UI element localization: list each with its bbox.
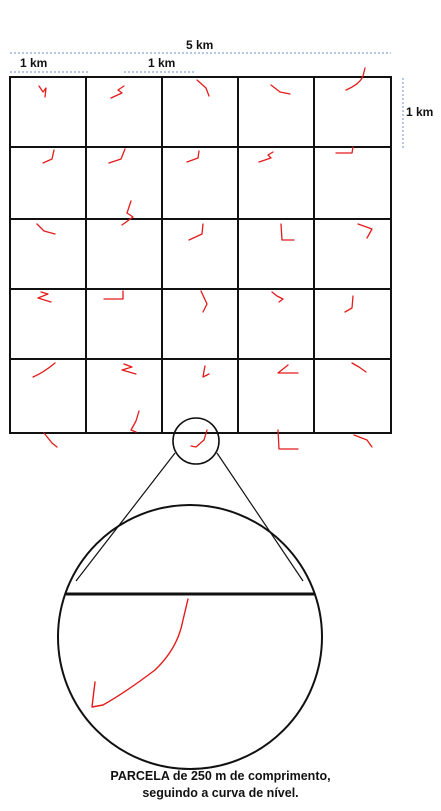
caption-line-2: seguindo a curva de nível. [0, 785, 441, 802]
magnifier-connector-right [217, 453, 303, 581]
cell-height-label: 1 km [406, 105, 433, 119]
plot-line [278, 365, 298, 373]
magnifier-zoom-circle [58, 505, 322, 769]
plot-line [281, 224, 294, 240]
plot-line [189, 224, 203, 240]
grid-border [10, 77, 391, 433]
plot-line [109, 149, 125, 163]
plot-line [33, 363, 55, 377]
dimension-lines [10, 53, 403, 148]
plot-line [37, 224, 55, 234]
cell-width-label: 1 km [148, 56, 175, 70]
grid [10, 77, 391, 433]
magnifier-connector-left [76, 453, 175, 581]
plot-line [354, 435, 372, 447]
plot-line [271, 85, 290, 94]
zoomed-plot-line [92, 599, 188, 707]
plot-line [38, 292, 51, 302]
plot-line [345, 296, 353, 312]
plot-line [187, 151, 199, 162]
plot-line [203, 366, 209, 377]
plot-line [346, 68, 365, 90]
plot-line [201, 291, 207, 312]
caption: PARCELA de 250 m de comprimento, seguind… [0, 768, 441, 802]
plot-line [122, 364, 136, 374]
plot-line [39, 86, 46, 97]
magnifier [58, 418, 322, 769]
plot-line [111, 86, 124, 98]
plot-line [358, 224, 372, 238]
plot-line [44, 433, 57, 447]
total-width-label: 5 km [186, 38, 213, 52]
plot-line [272, 292, 283, 302]
plot-line [104, 291, 123, 299]
magnifier-source-circle [173, 418, 219, 464]
plot-line [43, 150, 54, 163]
plot-line [122, 201, 133, 225]
cell-width-label: 1 km [20, 56, 47, 70]
plot-line [197, 80, 209, 96]
plot-line [131, 411, 139, 432]
caption-line-1: PARCELA de 250 m de comprimento, [0, 768, 441, 785]
plot-lines [33, 68, 372, 449]
plot-line [259, 152, 273, 162]
plot-line [352, 363, 366, 372]
